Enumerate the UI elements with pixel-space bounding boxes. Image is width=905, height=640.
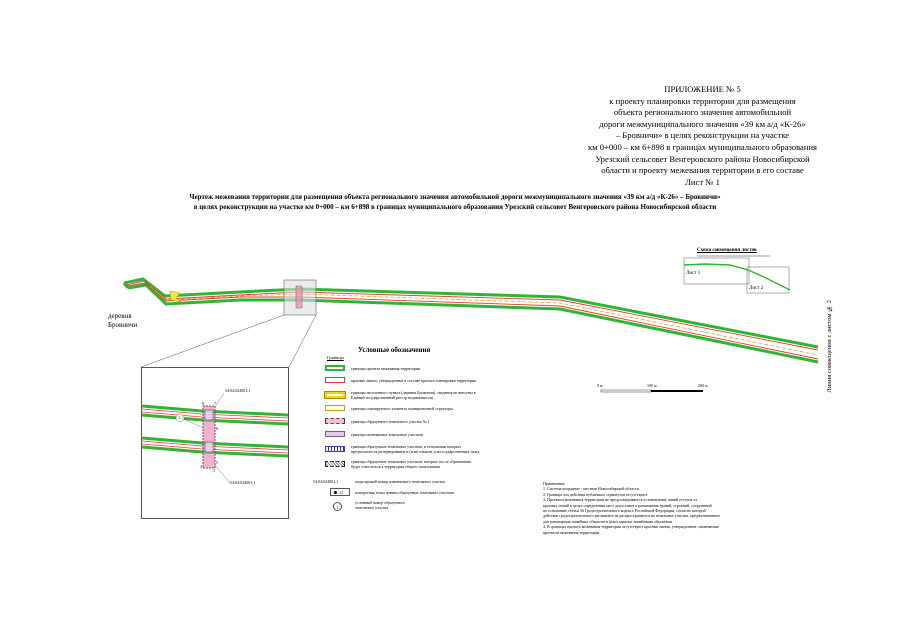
notes-line: 4. В границах проекта межевания территор… — [543, 524, 720, 530]
appendix-sheet-number: Лист № 1 — [685, 176, 720, 187]
connector-line — [288, 314, 317, 368]
scale-mid: 100 м — [647, 383, 657, 388]
legend-number-circle: 1 — [333, 502, 342, 511]
legend-text: красные линии, утвержденные в составе пр… — [351, 377, 477, 383]
legend-item: границы изменяемых земельных участков — [325, 431, 535, 437]
legend-symbol — [325, 405, 345, 411]
point-dot-icon — [334, 491, 337, 494]
inset-point-7: 7 — [214, 401, 216, 406]
notes-line: по основанию статьи 36 Градостроительног… — [543, 508, 706, 514]
drawing-title: Чертеж межевания территории для размещен… — [90, 193, 820, 212]
inset-point-3: 3 — [213, 468, 215, 473]
legend-title: Условные обозначения — [358, 346, 431, 354]
legend-point-sample: 12 — [339, 490, 343, 495]
legend-cadastral-text: кадастровый номер изменяемого земельного… — [355, 479, 446, 484]
village-label-line: деревня — [108, 312, 132, 320]
legend-text: границы планируемого элемента планировоч… — [351, 405, 453, 411]
legend-number-text: земельного участка — [355, 505, 389, 510]
notes-line: 2. Границы зон действия публичных сервит… — [543, 491, 648, 497]
notes-line: для размещения линейных объектов и (или)… — [543, 518, 673, 524]
inset-point-8: 8 — [202, 401, 204, 406]
legend-text: предполагается резервирование и (или) из… — [351, 449, 480, 454]
drawing-title-line: Чертеж межевания территории для размещен… — [189, 193, 721, 201]
scale-bar — [600, 389, 703, 393]
appendix-line: к проекту планировки территории для разм… — [609, 95, 796, 106]
appendix-line: Урезский сельсовет Венгеровского района … — [595, 153, 810, 164]
focus-parcel — [295, 285, 303, 309]
appendix-line: км 0+000 – км 6+898 в границах муниципал… — [587, 141, 818, 152]
legend-text: Единый государственный реестр недвижимос… — [351, 395, 434, 400]
appendix-line: дороги межмуниципального значения «39 км… — [599, 118, 806, 129]
legend-text: границы образуемого земельного участка №… — [351, 418, 430, 424]
legend-symbol — [325, 431, 345, 437]
legend-point-text: поворотная точка границ образуемых земел… — [355, 490, 455, 495]
scale-zero: 0 м — [597, 383, 603, 388]
appendix-line: области и проекту межевания территории в… — [601, 165, 804, 176]
legend-group-label: Границы — [327, 355, 344, 360]
legend-symbol — [324, 391, 346, 399]
inset-point-5: 5 — [216, 460, 218, 465]
sheet-scheme — [683, 255, 791, 294]
legend-item: границы проекта межевания территории — [325, 365, 535, 371]
appendix-line: ПРИЛОЖЕНИЕ № 5 — [664, 84, 741, 94]
inset-parcel-number: 1 — [178, 415, 180, 420]
drawing-title-line: в целях реконструкции на участке км 0+00… — [193, 202, 717, 211]
legend-symbol — [325, 446, 345, 452]
inset-parcel-bottom: 54:04:024001:1 — [230, 480, 256, 485]
appendix-header: ПРИЛОЖЕНИЕ № 5 к проекту планировки терр… — [560, 84, 845, 188]
legend-symbol — [325, 377, 345, 383]
legend-text: границы образуемых земельных участков, в… — [351, 444, 462, 449]
legend-item: границы образуемого земельного участка №… — [325, 418, 535, 424]
settlement-marker — [169, 290, 182, 303]
sheet-1-label: Лист 1 — [686, 271, 701, 276]
notes-heading: Примечания: — [543, 481, 566, 486]
legend-item: красные линии, утвержденные в составе пр… — [325, 377, 535, 383]
road-boundary — [122, 277, 819, 364]
legend-item: границы населенного пункта (деревня Бров… — [324, 390, 535, 400]
legend-text: границы населенного пункта (деревня Бров… — [351, 390, 476, 395]
notes: Примечания: 1. Система координат - местн… — [543, 481, 813, 535]
sheet-scheme-title: Схема совмещения листов — [697, 248, 757, 253]
notes-line: 3. Проектом межевания территории не пред… — [543, 497, 697, 503]
legend-item: границы образуемых земельных участков, в… — [325, 444, 535, 454]
legend-text: границы проекта межевания территории — [351, 365, 421, 371]
inset-point-6: 6 — [216, 426, 218, 431]
legend-symbol — [325, 461, 345, 467]
village-label-line: Бровничи — [108, 320, 138, 329]
road-red-lines — [125, 280, 819, 360]
scale-end: 200 м — [698, 383, 708, 388]
sheet-2-label: Лист 2 — [749, 286, 764, 291]
legend-text: границы изменяемых земельных участков — [351, 431, 423, 437]
connector-line — [140, 314, 285, 368]
notes-line: красных линий в целях определения мест д… — [543, 502, 712, 508]
village-label: деревня Бровничи — [108, 312, 137, 329]
legend-point-symbol: 12 — [330, 488, 350, 496]
legend-item: границы планируемого элемента планировоч… — [325, 405, 535, 411]
legend-text: границы образуемых земельных участков, к… — [351, 459, 471, 464]
match-line-label: Линия совмещения с листом № 2 — [826, 300, 833, 393]
inset-parcel-top: 54:04:024001:1 — [225, 388, 251, 393]
legend-item: границы образуемых земельных участков, к… — [325, 459, 535, 469]
appendix-line: объекта регионального значения автомобил… — [613, 107, 792, 118]
legend-cadastral-sample: 54:04:024001:1 — [313, 479, 339, 484]
notes-line: 1. Система координат - местная Новосибир… — [543, 486, 640, 492]
legend-text: будут относиться к территории общего пол… — [351, 464, 440, 469]
notes-line: проектом межевания территории. — [543, 529, 601, 535]
appendix-line: – Бровничи» в целях реконструкции на уча… — [615, 130, 790, 141]
detail-inset: 54:04:024001:1 54:04:024001:1 1 8 7 6 5 … — [141, 367, 289, 519]
notes-line: действие градостроительного регламента н… — [543, 513, 720, 519]
legend-number-sample: 1 — [336, 504, 339, 510]
legend-number-text: условный номер образуемого — [355, 500, 406, 505]
inset-drawing — [142, 392, 288, 484]
inset-point-4: 4 — [200, 464, 202, 469]
legend-symbol — [325, 418, 345, 424]
legend-symbol — [325, 365, 345, 371]
